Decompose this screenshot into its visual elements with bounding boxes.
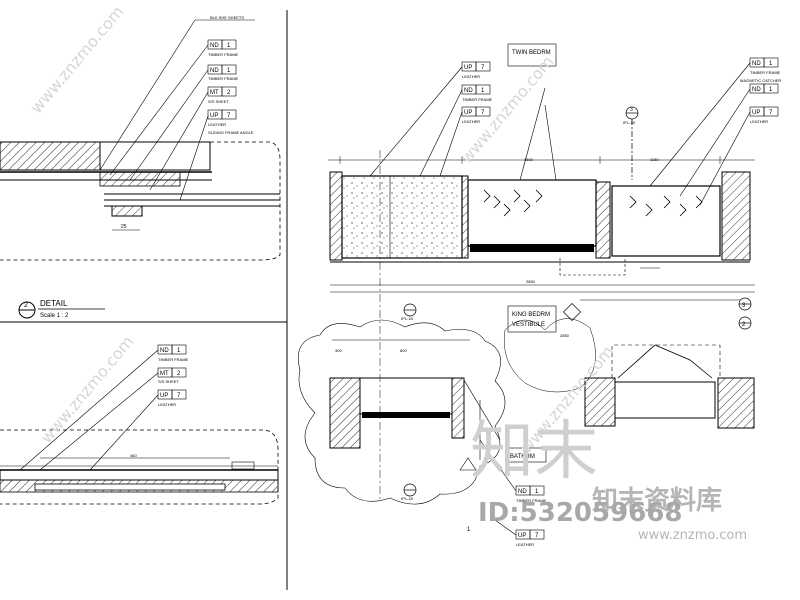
- tag-num: 1: [481, 88, 485, 94]
- tag-note: LEATHER: [516, 542, 534, 547]
- room-vestibule: VESTIBULE: [512, 322, 545, 328]
- tag-note: TIMBER FRAME: [208, 76, 239, 81]
- tag-num: 1: [227, 68, 231, 74]
- tags-bottom-left: [19, 344, 187, 471]
- panel-frames: [0, 10, 288, 590]
- tag-num: 1: [177, 348, 181, 354]
- tags-bottom: [479, 439, 545, 540]
- tag-code: ND: [464, 88, 473, 94]
- tag-code: MT: [160, 371, 169, 377]
- tag-code: UP: [518, 533, 526, 539]
- detail-bottom-left: [0, 429, 279, 505]
- tag-num: 7: [481, 110, 485, 116]
- tag-num: 1: [769, 87, 773, 93]
- tag-note: MAGNETIC CATCHER: [740, 78, 781, 83]
- tag-code: UP: [210, 113, 218, 119]
- callout-number: 2: [742, 322, 746, 328]
- section-callout-top: [403, 106, 752, 497]
- room-twin-bedroom: TWIN BEDRM: [512, 50, 551, 56]
- dimension-lower: 460: [130, 453, 137, 458]
- tag-code: MT: [210, 90, 219, 96]
- tag-num: 7: [481, 65, 485, 71]
- tag-note: LEATHER: [750, 119, 768, 124]
- room-label-king: KING BEDRM VESTIBULE: [507, 305, 557, 333]
- tags-top-middle: [369, 61, 557, 181]
- tag-num: 7: [227, 113, 231, 119]
- room-king-bedroom: KING BEDRM: [512, 312, 550, 318]
- detail-scale: Scale 1 : 2: [40, 313, 69, 319]
- tag-note: LEATHER: [462, 119, 480, 124]
- room-label-bathroom: BATHRM: [505, 447, 547, 463]
- detail-top-left: [0, 141, 281, 261]
- hanger-glyphs: [483, 189, 703, 217]
- tag-code: UP: [752, 110, 760, 116]
- tag-num: 7: [769, 110, 773, 116]
- callout-ref: IPL-18: [401, 316, 414, 321]
- detail-title: DETAIL: [40, 299, 68, 308]
- detail-title-block: 2 DETAIL Scale 1 : 2: [18, 299, 105, 319]
- tag-num: 1: [227, 43, 231, 49]
- plan-dim-mid: 800: [400, 348, 407, 353]
- tag-note: TIMBER FRAME: [516, 498, 547, 503]
- tag-note-extra: SLIDING FRAME ANGLE: [208, 130, 254, 135]
- tag-code: ND: [752, 87, 761, 93]
- tag-code: UP: [464, 65, 472, 71]
- tag-num: 1: [769, 61, 773, 67]
- tag-note: BLK SHE SHEETS: [210, 15, 244, 20]
- callout-ref: IPL-18: [623, 120, 636, 125]
- dim-left-part: 1500: [524, 157, 534, 162]
- tag-code: ND: [210, 68, 219, 74]
- tag-code: ND: [210, 43, 219, 49]
- dim-right-part: 1150: [650, 157, 659, 162]
- room-bathroom: BATHRM: [510, 454, 535, 460]
- elevation-top: [328, 150, 755, 500]
- plan-dim-left: 300: [335, 348, 342, 353]
- tag-code: ND: [160, 348, 169, 354]
- tag-num: 1: [535, 489, 539, 495]
- tag-num: 2: [177, 371, 181, 377]
- dimension-detail: 25: [121, 224, 127, 230]
- tag-note: TIMBER FRAME: [208, 52, 239, 57]
- tag-num: 7: [177, 393, 181, 399]
- tag-num: 2: [227, 90, 231, 96]
- tag-note: S/S SHEET: [208, 99, 229, 104]
- tags-top-right: [649, 57, 779, 206]
- callout-number: 3: [742, 303, 746, 309]
- tag-code: UP: [160, 393, 168, 399]
- dim-overall: 2850: [526, 279, 536, 284]
- callout-number: 1: [467, 527, 471, 533]
- tags-top-left: [99, 19, 255, 201]
- tag-note: LEATHER: [158, 402, 176, 407]
- callout-number: 3: [630, 107, 633, 113]
- callout-ref: IPL-18: [401, 496, 414, 501]
- tag-code: UP: [464, 110, 472, 116]
- tag-note: LEATHER: [208, 122, 226, 127]
- room-label-twin: TWIN BEDRM: [507, 43, 557, 67]
- detail-number: 2: [24, 302, 28, 309]
- tag-note: TIMBER FRAME: [750, 70, 781, 75]
- tag-note: S/S SHEET: [158, 379, 179, 384]
- tag-num: 7: [535, 533, 539, 539]
- tag-note: TIMBER FRAME: [158, 357, 189, 362]
- tag-code: ND: [518, 489, 527, 495]
- tag-note: TIMBER FRAME: [462, 97, 493, 102]
- tag-note: LEATHER: [462, 74, 480, 79]
- tag-code: ND: [752, 61, 761, 67]
- plan-dim-overall: 2850: [560, 333, 570, 338]
- plan-bottom: [297, 318, 755, 505]
